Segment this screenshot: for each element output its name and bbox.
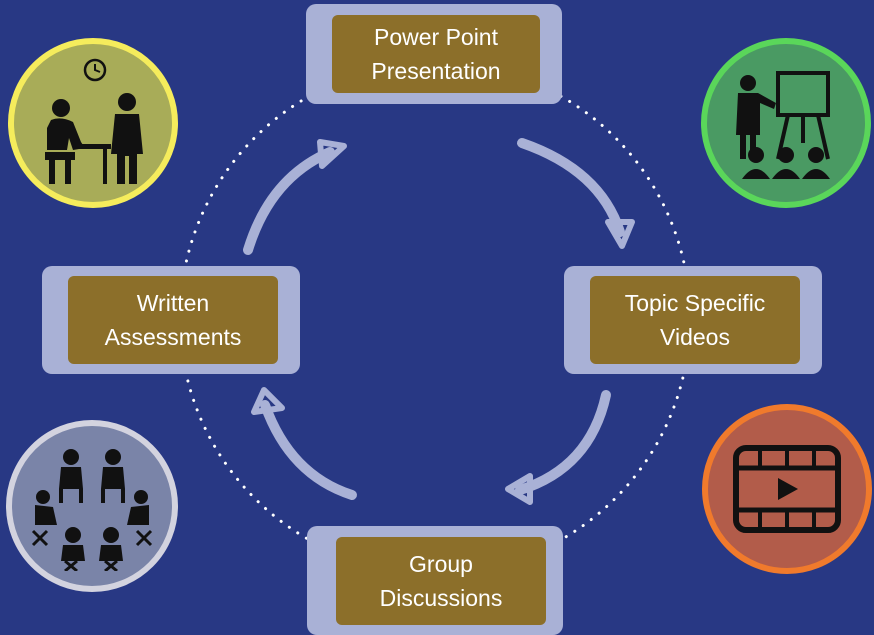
presenter-audience-icon	[701, 38, 871, 208]
arrow-right-to-bottom	[515, 390, 611, 495]
arrowhead-right-to-bottom	[505, 473, 533, 505]
written-assessment-clock-icon	[8, 38, 178, 208]
step-topic-specific-videos: Topic Specific Videos	[590, 276, 800, 364]
group-discussion-icon	[6, 420, 178, 592]
arrow-left-to-top	[243, 147, 335, 255]
arrowhead-bottom-to-left	[251, 387, 285, 415]
video-play-icon	[702, 404, 872, 574]
arrowhead-top-to-right	[605, 219, 635, 249]
arrow-top-to-right	[517, 138, 625, 237]
step-written-assessments: Written Assessments	[68, 276, 278, 364]
arrow-bottom-to-left	[260, 400, 357, 500]
step-group-discussions: Group Discussions	[336, 537, 546, 625]
arrowhead-left-to-top	[317, 139, 347, 169]
step-power-point-presentation: Power Point Presentation	[332, 15, 540, 93]
